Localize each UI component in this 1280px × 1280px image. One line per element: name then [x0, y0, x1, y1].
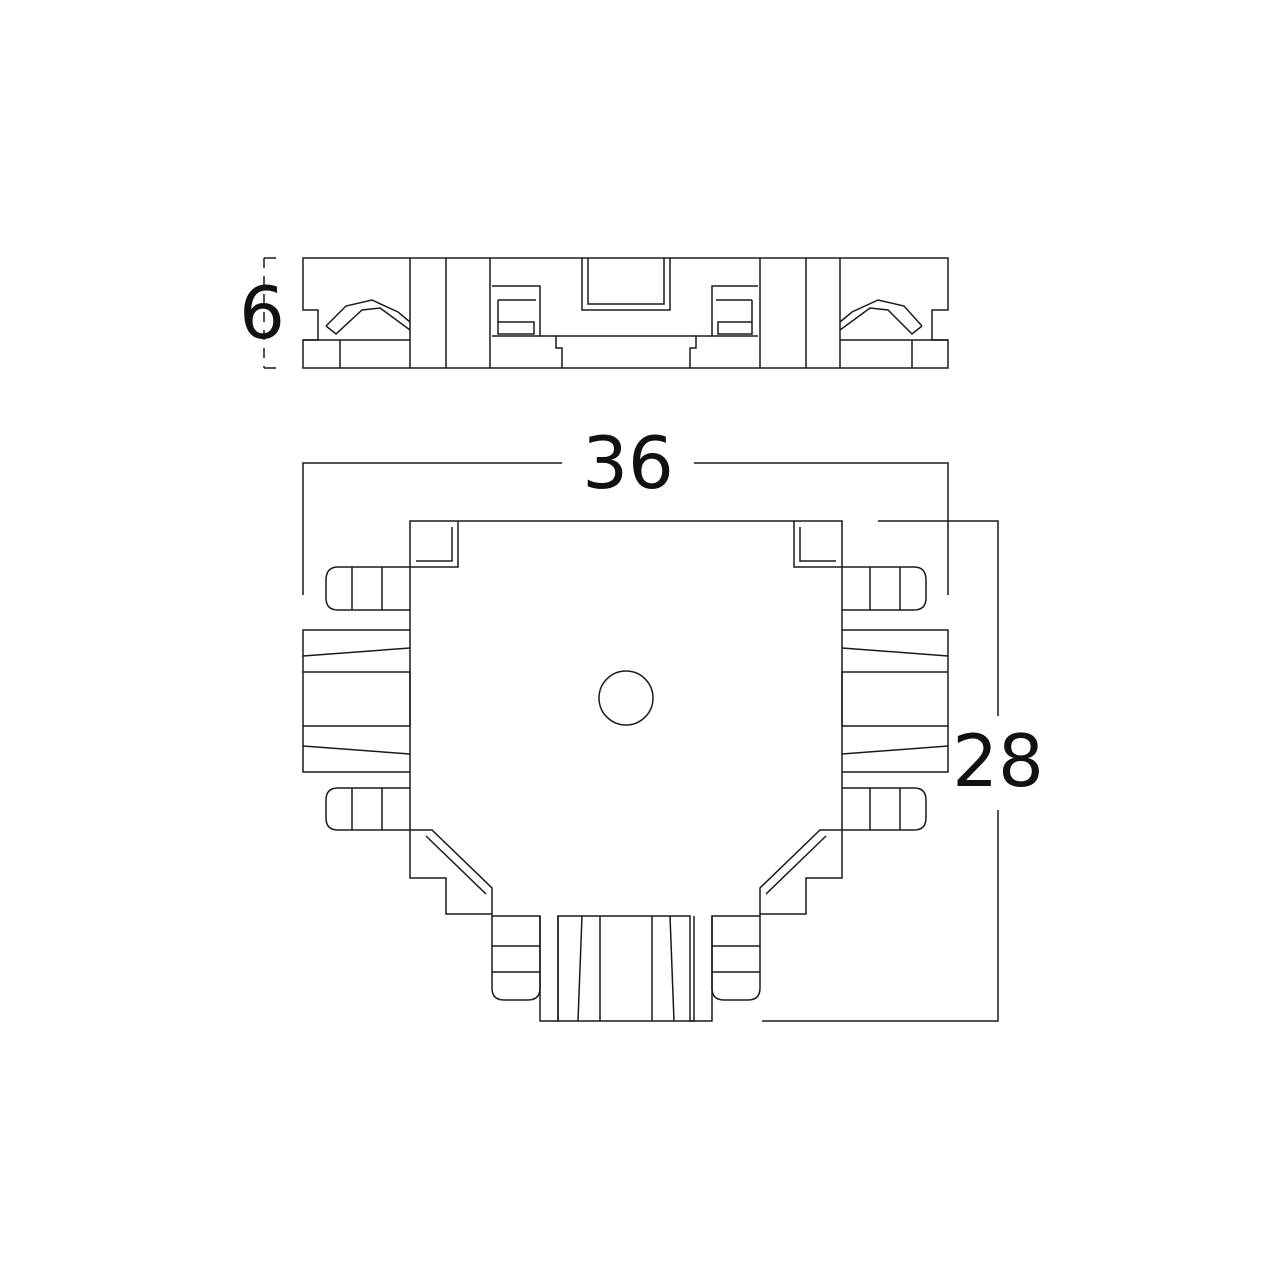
- width-dimension-lines: [302, 462, 949, 595]
- depth-dimension-lines: [762, 520, 999, 1022]
- height-dimension-label: 6: [239, 271, 285, 355]
- depth-dimension-label: 28: [952, 719, 1044, 803]
- height-dimension-bracket: [263, 257, 276, 369]
- width-dimension-label: 36: [582, 421, 674, 505]
- top-view: [302, 520, 949, 1022]
- mounting-hole: [598, 670, 654, 726]
- side-view: [263, 257, 949, 369]
